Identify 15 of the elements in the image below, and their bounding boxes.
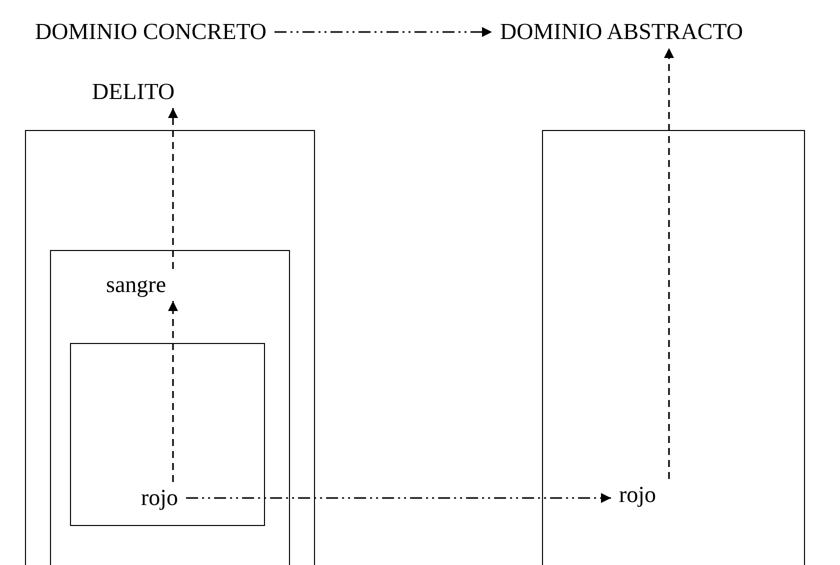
arrow: [274, 27, 492, 37]
frame-box: [25, 130, 315, 565]
text-label: rojo: [141, 484, 178, 512]
text-label: rojo: [619, 481, 656, 509]
text-label: DOMINIO CONCRETO: [35, 18, 266, 46]
frame-box: [50, 250, 290, 565]
arrow: [168, 108, 178, 269]
text-label: DOMINIO ABSTRACTO: [500, 18, 744, 46]
arrow: [664, 48, 674, 479]
text-label: DELITO: [92, 78, 175, 106]
frame-box: [70, 343, 265, 526]
text-label: sangre: [106, 271, 166, 299]
arrow: [168, 301, 178, 482]
frame-box: [542, 130, 805, 565]
arrow: [186, 493, 611, 503]
